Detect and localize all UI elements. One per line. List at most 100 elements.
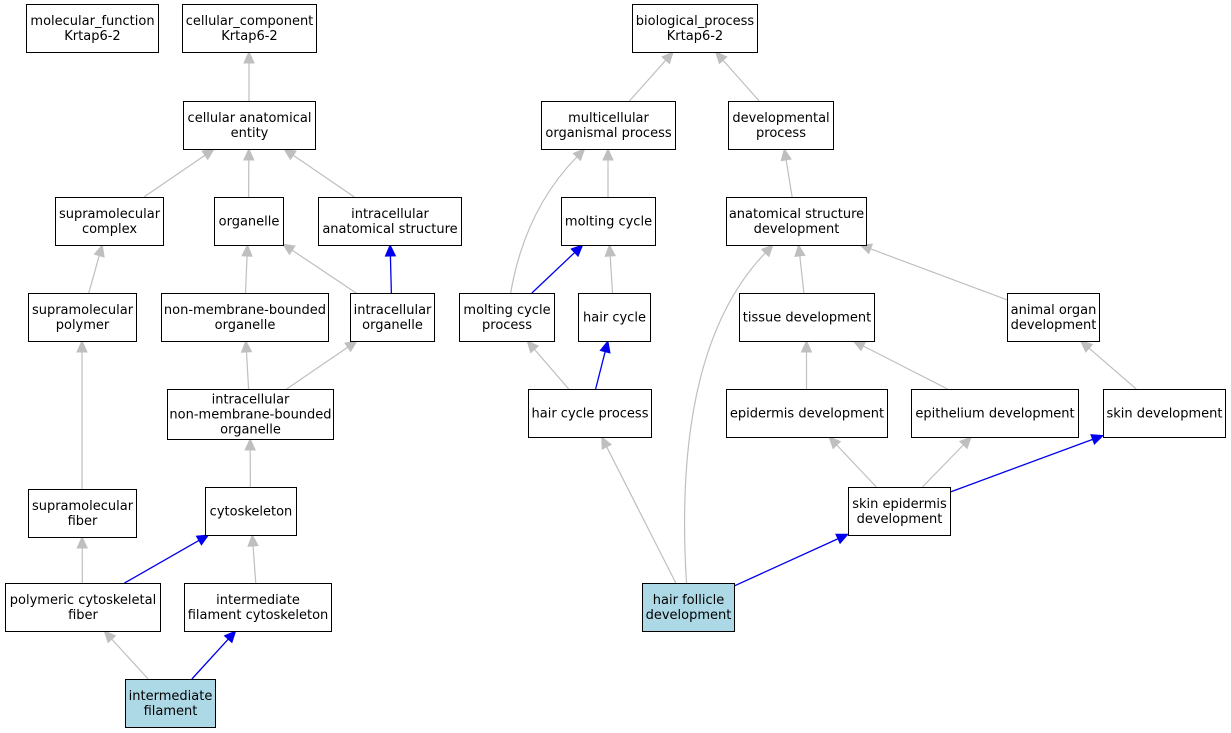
arrowhead: [93, 243, 105, 258]
node-label: epithelium development: [915, 407, 1074, 422]
edge-line: [244, 255, 248, 294]
node-label: development: [646, 608, 732, 623]
edge-supramolecular-polymer-to-supramolecular-complex: [88, 243, 105, 294]
node-label: tissue development: [743, 311, 871, 326]
arrowhead: [76, 535, 88, 549]
arrowhead: [760, 244, 774, 258]
node-intracellular-nmb-organelle[interactable]: intracellularnon-membrane-boundedorganel…: [167, 389, 334, 440]
node-label: intermediate: [129, 689, 213, 704]
edge-skin-epidermis-development-to-skin-development: [949, 434, 1105, 493]
node-label: hair cycle: [583, 311, 646, 326]
arrowhead: [103, 630, 117, 644]
edge-line: [1088, 347, 1137, 390]
edge-molting-cycle-process-to-molting-cycle: [531, 244, 584, 294]
node-label: anatomical structure: [322, 222, 457, 237]
node-hair-cycle-process[interactable]: hair cycle process: [528, 389, 652, 438]
edge-line: [609, 255, 614, 294]
arrowhead: [780, 147, 792, 162]
edge-line: [531, 252, 576, 294]
node-label: skin development: [1106, 407, 1222, 422]
arrowhead: [195, 534, 210, 546]
edge-cellular-anatomical-entity-to-cc-root: [243, 50, 255, 101]
node-skin-development[interactable]: skin development: [1103, 389, 1226, 438]
node-box: [726, 197, 867, 246]
edge-line: [111, 638, 149, 680]
edge-intermediate-filament-cytoskeleton-to-cytoskeleton: [247, 533, 259, 584]
node-label: developmental: [732, 111, 829, 126]
edge-line: [292, 154, 355, 198]
node-epidermis-development[interactable]: epidermis development: [726, 389, 888, 438]
edge-line: [863, 345, 948, 390]
arrowhead: [599, 339, 611, 354]
node-label: development: [754, 222, 840, 237]
arrowhead: [243, 50, 255, 64]
edge-skin-development-to-animal-organ-development: [1079, 340, 1137, 390]
edge-line: [291, 249, 357, 294]
node-label: multicellular: [568, 111, 649, 126]
node-label: biological_process: [636, 14, 755, 29]
node-label: supramolecular: [59, 207, 161, 222]
edge-line: [836, 444, 877, 488]
node-tissue-development[interactable]: tissue development: [739, 293, 875, 342]
node-label: molecular_function: [30, 14, 154, 29]
node-hair-cycle[interactable]: hair cycle: [578, 293, 651, 342]
node-epithelium-development[interactable]: epithelium development: [911, 389, 1079, 438]
edge-cytoskeleton-to-intracellular-nmb-organelle: [244, 437, 256, 488]
arrowhead: [1090, 434, 1105, 445]
node-box: [5, 583, 161, 632]
edge-line: [143, 154, 206, 198]
edge-line: [870, 248, 1008, 301]
arrowhead: [828, 436, 842, 450]
arrowhead: [835, 533, 850, 545]
node-cytoskeleton[interactable]: cytoskeleton: [205, 487, 297, 536]
arrowhead: [601, 435, 613, 450]
node-label: cellular anatomical: [188, 111, 312, 126]
arrowhead: [223, 630, 237, 644]
edge-tissue-development-to-anatomical-structure-development: [794, 243, 806, 294]
arrowhead: [800, 339, 813, 353]
node-label: supramolecular: [32, 499, 134, 514]
arrowhead: [714, 51, 728, 65]
node-box: [205, 487, 297, 536]
node-label: process: [756, 126, 806, 141]
arrowhead: [661, 51, 674, 65]
edge-hair-follicle-development-to-hair-cycle-process: [601, 435, 677, 584]
node-label: supramolecular: [32, 303, 134, 318]
node-box: [726, 389, 888, 438]
edge-line: [88, 255, 100, 294]
edge-animal-organ-development-to-anatomical-structure-development: [859, 243, 1008, 301]
node-box: [642, 583, 735, 632]
arrowhead: [244, 437, 256, 451]
node-organelle[interactable]: organelle: [214, 197, 284, 246]
node-label: fiber: [68, 608, 98, 623]
edge-line: [286, 346, 349, 390]
node-box: [184, 583, 332, 632]
node-molting-cycle[interactable]: molting cycle: [561, 197, 656, 246]
edge-line: [921, 444, 964, 488]
edge-line: [533, 348, 570, 390]
node-box: [1007, 293, 1100, 342]
arrowhead: [604, 243, 616, 257]
edge-intracellular-nmb-organelle-to-non-membrane-bounded-organelle: [240, 339, 253, 390]
